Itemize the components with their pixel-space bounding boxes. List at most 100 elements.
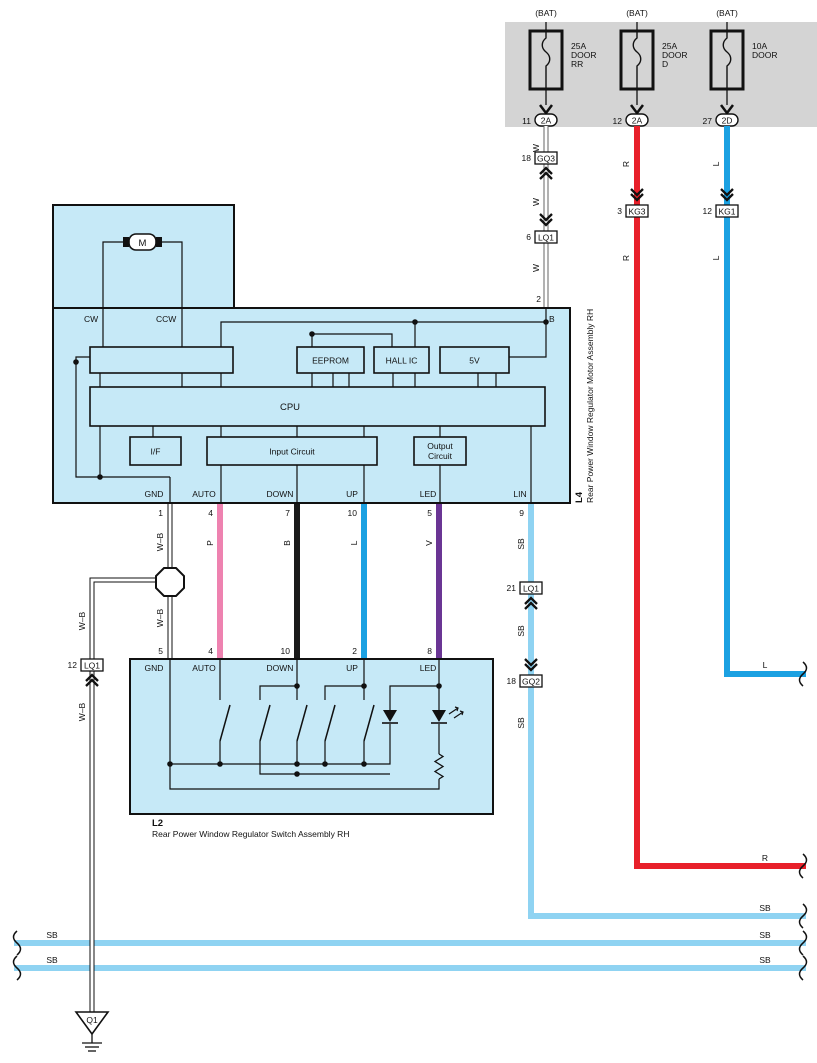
wire-code: SB <box>759 955 771 965</box>
connector-pin: 21 <box>507 583 517 593</box>
wire-code: W–B <box>155 608 165 627</box>
5v-regulator-block <box>439 346 510 374</box>
sb-bus-lines: SB SB SB SB <box>14 930 806 971</box>
wire-code: W–B <box>77 702 87 721</box>
connector-pin: 12 <box>68 660 78 670</box>
wire-code: R <box>621 255 631 261</box>
break-mark <box>798 661 808 687</box>
wire-code: SB <box>46 955 58 965</box>
motor-pin: 1 <box>158 508 163 518</box>
fuse-supply-label: (BAT) <box>535 8 557 18</box>
terminal-label: DOWN <box>267 663 294 673</box>
motor-label: M <box>139 238 147 249</box>
connector-label: GQ2 <box>522 677 540 687</box>
terminal-label: LED <box>420 663 437 673</box>
connector-pin: 3 <box>617 206 622 216</box>
fuse-box-background <box>505 22 817 127</box>
switch-pin: 10 <box>281 646 291 656</box>
component-name: Rear Power Window Regulator Switch Assem… <box>152 829 349 839</box>
terminal-label: GND <box>145 663 164 673</box>
connector-lq1-sb: 21 LQ1 <box>507 581 543 610</box>
eeprom-label: EEPROM <box>312 356 349 366</box>
hall-ic-label: HALL IC <box>386 356 418 366</box>
break-mark <box>798 853 808 879</box>
input-circuit-block <box>206 436 378 466</box>
wire-code: W <box>531 144 541 152</box>
wire-code: SB <box>46 930 58 940</box>
motor-pin: 10 <box>348 508 358 518</box>
output-circuit-label: Output <box>427 441 453 451</box>
connector-label: GQ3 <box>537 154 555 164</box>
wire-code: L <box>711 161 721 166</box>
fuse-name-suffix: D <box>662 59 668 69</box>
ground-label: Q1 <box>86 1015 98 1025</box>
wire-code: W–B <box>155 532 165 551</box>
fuse-door-rr: (BAT) 25A DOOR RR 11 2A <box>522 8 597 127</box>
fuse-name-suffix: RR <box>571 59 583 69</box>
motor-driver-block <box>89 346 234 374</box>
connector-gq3: 18 GQ3 <box>522 151 558 180</box>
fuse-name: DOOR <box>571 50 597 60</box>
motor-pin-b: 2 <box>536 294 541 304</box>
diode-icon <box>382 710 398 724</box>
wire-sb-lin: SB SB SB SB <box>516 503 806 919</box>
terminal-label: UP <box>346 489 358 499</box>
break-mark <box>12 930 22 956</box>
motor-pin: 5 <box>427 508 432 518</box>
break-mark <box>798 903 808 929</box>
motor-icon: M <box>102 233 183 347</box>
connector-label: LQ1 <box>84 661 100 671</box>
connector-label: 2D <box>722 116 733 126</box>
if-block <box>129 436 182 466</box>
eeprom-block <box>296 346 365 374</box>
output-circuit-label: Circuit <box>428 451 453 461</box>
fuse-supply-label: (BAT) <box>716 8 738 18</box>
wire-code: L <box>711 255 721 260</box>
terminal-label: LED <box>420 489 437 499</box>
output-circuit-block <box>413 436 467 466</box>
cpu-label: CPU <box>280 402 300 413</box>
wire-code: P <box>205 540 215 546</box>
wire-code: W <box>531 198 541 206</box>
connector-pin: 18 <box>522 153 532 163</box>
wire-code: SB <box>759 930 771 940</box>
junction-dots <box>167 683 442 777</box>
switch-pin: 4 <box>208 646 213 656</box>
terminal-label: AUTO <box>192 489 216 499</box>
cw-label: CW <box>84 314 98 324</box>
motor-housing <box>52 204 235 309</box>
internal-wiring <box>75 308 547 503</box>
switch-internal-wiring <box>169 659 440 790</box>
ccw-label: CCW <box>156 314 176 324</box>
wire-l: L L L <box>711 126 806 677</box>
connector-label: 2A <box>541 116 552 126</box>
switch-pin: 2 <box>352 646 357 656</box>
break-mark <box>12 955 22 981</box>
cpu-block <box>89 386 546 427</box>
switch-pin: 8 <box>427 646 432 656</box>
ground-connector-q1 <box>74 1011 110 1036</box>
splice-junction <box>155 567 185 597</box>
fuse-door-d: (BAT) 25A DOOR D 12 2A <box>613 8 688 127</box>
wire-code: L <box>763 660 768 670</box>
fuse-rating: 25A <box>571 41 586 51</box>
switch-housing <box>129 658 494 815</box>
terminal-label: AUTO <box>192 663 216 673</box>
connector-pin: 18 <box>507 676 517 686</box>
connector-kg1: 12 KG1 <box>703 188 739 218</box>
wire-code: SB <box>516 625 526 637</box>
motor-pin: 4 <box>208 508 213 518</box>
hall-ic-block <box>373 346 430 374</box>
terminal-label: LIN <box>513 489 526 499</box>
wire-code: SB <box>516 717 526 729</box>
component-name: Rear Power Window Regulator Motor Assemb… <box>585 309 595 503</box>
wire-code: R <box>621 161 631 167</box>
wire-code: R <box>762 853 768 863</box>
5v-label: 5V <box>469 356 480 366</box>
fuse-box: (BAT) 25A DOOR RR 11 2A (BAT) 25A DOOR D… <box>505 8 817 127</box>
connector-label: KG3 <box>628 207 645 217</box>
connector-label: KG1 <box>718 207 735 217</box>
input-circuit-label: Input Circuit <box>269 447 315 457</box>
connector-label: LQ1 <box>538 233 554 243</box>
